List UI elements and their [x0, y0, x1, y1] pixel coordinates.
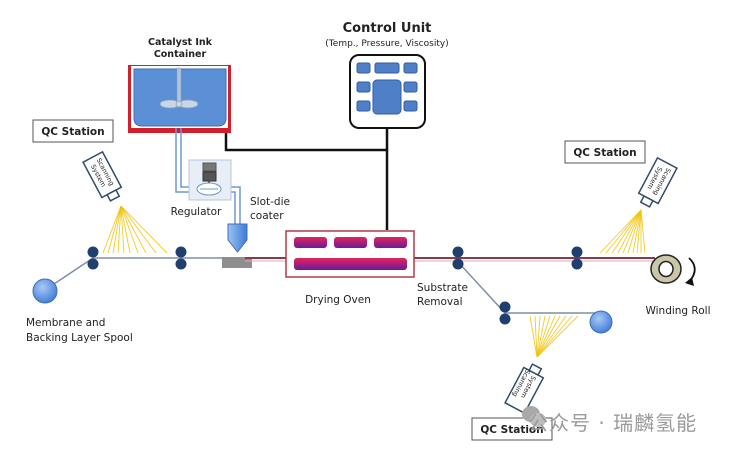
- scan-beam-ray: [536, 315, 546, 358]
- drying-oven-label: Drying Oven: [305, 294, 371, 306]
- roller: [499, 301, 511, 313]
- scan-beam-ray: [120, 205, 139, 254]
- scan-beam-ray: [529, 315, 538, 358]
- slot-die-label-line2: coater: [250, 210, 284, 222]
- roller: [87, 246, 99, 258]
- scan-beam-ray: [622, 209, 642, 254]
- drying-oven: [285, 230, 415, 278]
- heater-element: [294, 237, 327, 248]
- qc-station-label: QC Station: [480, 424, 543, 436]
- scan-beam-ray: [636, 209, 642, 254]
- scan-beam-ray: [640, 209, 646, 254]
- scan-beam-ray: [627, 209, 642, 254]
- watermark: 公众号 · 瑞麟氢能: [528, 411, 698, 435]
- heater-element: [334, 237, 367, 248]
- scan-beam-ray: [536, 315, 561, 358]
- scan-beam: [599, 209, 646, 254]
- slot-die-label-line1: Slot-die: [250, 196, 290, 208]
- scan-beam-ray: [534, 315, 538, 358]
- scan-beam-ray: [536, 315, 556, 358]
- ink-container-label-line1: Catalyst Ink: [148, 37, 213, 48]
- roller: [499, 313, 511, 325]
- scan-beam-ray: [120, 205, 125, 254]
- regulator-valve-icon: [188, 159, 232, 201]
- scan-beam-ray: [120, 205, 168, 254]
- scan-beam-ray: [536, 315, 541, 358]
- agitator-shaft: [176, 67, 182, 105]
- scan-beam-ray: [617, 209, 642, 254]
- ink-container-label-line2: Container: [154, 49, 207, 60]
- roller: [571, 246, 583, 258]
- scan-beam: [529, 315, 579, 358]
- scan-beam-ray: [120, 205, 147, 254]
- nip-rollers: [87, 246, 583, 325]
- roller: [452, 246, 464, 258]
- scan-beam-ray: [599, 209, 642, 254]
- control-unit-panel: [349, 54, 426, 129]
- scan-beam-ray: [117, 205, 122, 254]
- roller: [175, 246, 187, 258]
- qc-station-label: QC Station: [41, 126, 104, 138]
- substrate-spool-icon: [589, 310, 613, 334]
- roller: [175, 258, 187, 270]
- qc-station-label: QC Station: [573, 147, 636, 159]
- membrane-spool-icon: [32, 278, 58, 304]
- agitator-icon: [159, 99, 199, 109]
- scan-beam-ray: [102, 205, 122, 254]
- winding-roll-icon: [650, 254, 696, 286]
- substrate-removal-label-line2: Removal: [417, 296, 463, 308]
- scanning-system-icon: Scanning System: [82, 150, 123, 202]
- qc-station-2: QC Station Scanning System: [564, 140, 678, 254]
- heater-element: [294, 258, 407, 270]
- scan-beam-ray: [112, 205, 122, 254]
- roller: [87, 258, 99, 270]
- scanning-system-icon: Scanning System: [637, 156, 678, 208]
- qc-station-1: QC Station Scanning System: [32, 119, 168, 254]
- roller: [571, 258, 583, 270]
- heater-element: [374, 237, 407, 248]
- control-wires: [224, 128, 389, 230]
- control-unit-title: Control Unit: [343, 21, 432, 36]
- control-unit-subtitle: (Temp., Pressure, Viscosity): [325, 39, 448, 49]
- roller: [452, 258, 464, 270]
- ink-container: [128, 65, 231, 133]
- scan-beam-ray: [536, 315, 567, 358]
- scan-beam-ray: [120, 205, 131, 254]
- coating-backing-plate: [222, 257, 252, 268]
- slot-die-coater-icon: [227, 223, 248, 253]
- scan-beam-ray: [611, 209, 642, 254]
- scanning-system-icon: Scanning System: [504, 363, 545, 415]
- spool-label-line2: Backing Layer Spool: [26, 332, 133, 344]
- scan-beam-ray: [107, 205, 122, 254]
- scan-beam-ray: [536, 315, 579, 358]
- wechat-icon: [522, 406, 546, 427]
- substrate-removal-label-line1: Substrate: [417, 282, 468, 294]
- scan-beam: [102, 205, 168, 254]
- scan-beam-ray: [632, 209, 642, 254]
- regulator-label: Regulator: [171, 206, 222, 218]
- scan-beam-ray: [536, 315, 551, 358]
- winding-roll-label: Winding Roll: [645, 305, 710, 317]
- scan-beam-ray: [536, 315, 573, 358]
- qc-station-3: QC Station Scanning System: [471, 315, 579, 441]
- spool-label-line1: Membrane and: [26, 317, 105, 329]
- scan-beam-ray: [605, 209, 642, 254]
- scan-beam-ray: [120, 205, 157, 254]
